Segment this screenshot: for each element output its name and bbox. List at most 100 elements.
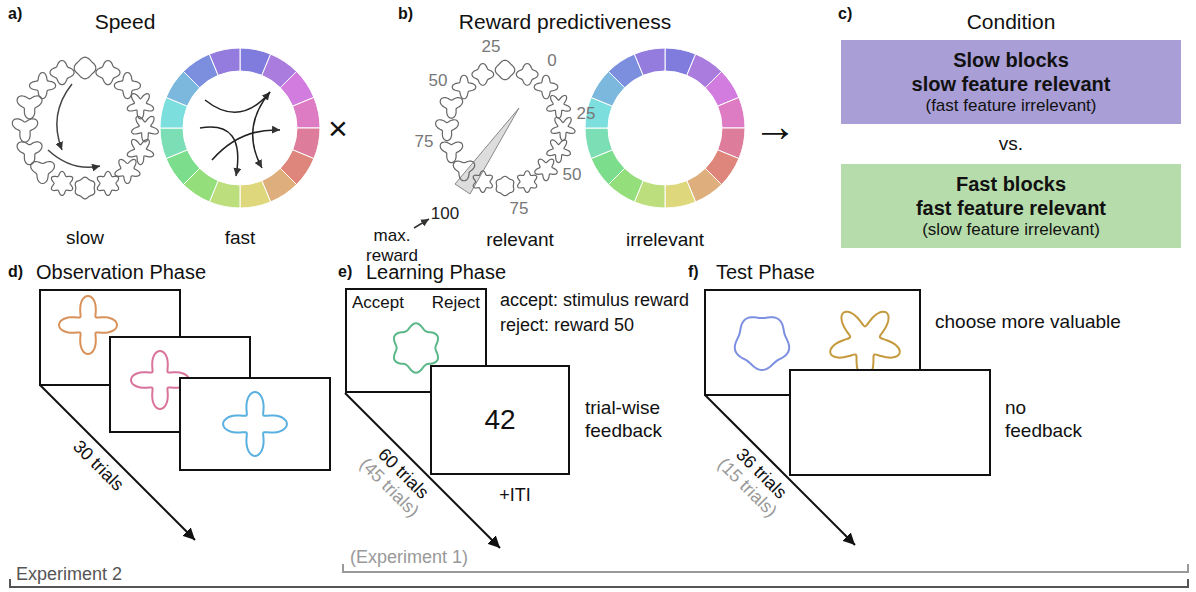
annotation: accept: stimulus reward: [500, 290, 689, 312]
panel-title: Reward predictiveness: [459, 9, 671, 34]
annotation: reject: reward 50: [500, 315, 634, 337]
annotation: choose more valuable: [935, 311, 1121, 334]
shape-glyph: [472, 64, 494, 86]
stimulus-illustrations: [12, 48, 745, 208]
operator-symbol: ×: [328, 108, 348, 149]
shape-glyph: [132, 116, 159, 142]
transition-arrow: [205, 92, 270, 112]
caption: slow: [66, 227, 104, 250]
trial-arrow: [705, 395, 855, 545]
experiment-label: Experiment 2: [16, 564, 122, 586]
annotation: no feedback: [1005, 397, 1095, 443]
shape-glyph: [534, 75, 558, 99]
transition-arrow: [212, 130, 280, 160]
reward-value: 75: [510, 199, 529, 219]
node-text: Fast blocks: [956, 172, 1066, 196]
node-text: (fast feature irrelevant): [925, 96, 1096, 116]
node-text: Slow blocks: [953, 48, 1069, 72]
panel-letter: e): [338, 262, 352, 281]
panel-letter: b): [398, 4, 413, 23]
transition-arrow: [48, 150, 100, 167]
color-wheel: [160, 48, 320, 208]
reward-value: 0: [547, 51, 556, 71]
shape-glyph: [17, 96, 42, 119]
pointer-arrow: [414, 219, 429, 228]
trial-count: 30 trials: [69, 436, 129, 496]
panel-title: Test Phase: [716, 260, 815, 284]
shape-glyph: [50, 61, 74, 85]
panel-title: Learning Phase: [366, 260, 506, 284]
shape-glyph: [12, 119, 37, 142]
annotation: trial-wise feedback: [585, 397, 685, 443]
panel-letter: c): [838, 4, 852, 23]
color-segment: [634, 48, 665, 75]
shape-glyph: [97, 171, 118, 195]
star-stimulus: [223, 392, 287, 456]
shape-glyph: [127, 94, 153, 119]
reward-value: 25: [577, 104, 596, 124]
reward-value: 25: [482, 37, 501, 57]
shape-ring: [436, 60, 575, 195]
shape-glyph: [495, 60, 514, 79]
annotation: max. reward: [366, 226, 418, 267]
node-text: slow feature relevant: [912, 72, 1111, 96]
reward-value: 50: [429, 71, 448, 91]
shape-glyph: [516, 64, 538, 86]
shape-ring: [12, 57, 158, 199]
shape-glyph: [31, 162, 55, 184]
shape-glyph: [51, 171, 72, 195]
node-text: (slow feature irrelevant): [922, 220, 1100, 240]
shape-glyph: [473, 171, 492, 193]
versus-label: vs.: [999, 133, 1023, 156]
shape-glyph: [440, 142, 462, 163]
experiment-bracket: [343, 564, 1188, 572]
node-text: Accept: [352, 293, 404, 313]
shape-glyph: [496, 176, 514, 195]
transition-arrow: [57, 84, 72, 150]
shape-glyph: [17, 142, 42, 165]
color-segment: [209, 48, 240, 75]
panel-title: Speed: [95, 9, 156, 34]
shape-glyph: [535, 159, 557, 181]
shape-glyph: [452, 75, 476, 99]
reward-value: 75: [415, 132, 434, 152]
shape-glyph: [453, 161, 474, 181]
shape-glyph: [440, 98, 462, 119]
shape-glyph: [547, 95, 571, 118]
color-segment: [293, 97, 320, 128]
panel-title: Observation Phase: [36, 260, 206, 284]
panel-letter: a): [8, 4, 22, 23]
shape-glyph: [75, 177, 95, 199]
experiment-bracket: [10, 579, 1188, 587]
reward-value: 50: [563, 165, 582, 185]
condition-box: Fast blocksfast feature relevant(slow fe…: [841, 164, 1181, 248]
color-wheel: [585, 48, 745, 208]
pentagon-stimulus: [735, 317, 789, 370]
shape-glyph: [74, 57, 96, 79]
experiment-label: (Experiment 1): [350, 547, 468, 569]
feedback-screen: 42: [430, 365, 570, 475]
star-stimulus: [59, 296, 117, 354]
panel-title: Condition: [967, 9, 1056, 34]
color-segment: [160, 128, 187, 159]
node-text: fast feature relevant: [916, 196, 1106, 220]
node-text: Reject: [432, 293, 480, 313]
color-segment: [665, 181, 696, 208]
shape-glyph: [436, 120, 459, 141]
star-stimulus: [830, 312, 900, 379]
caption: fast: [225, 227, 256, 250]
operator-symbol: →: [753, 100, 797, 153]
trial-arrow: [40, 385, 195, 540]
color-segment: [718, 97, 745, 128]
screen: [180, 378, 330, 470]
caption: irrelevant: [626, 229, 704, 252]
panel-letter: f): [688, 262, 699, 281]
caption: relevant: [486, 229, 554, 252]
shape-glyph: [551, 117, 575, 140]
transition-arrow: [200, 127, 238, 176]
node-text: 42: [484, 403, 515, 437]
panel-letter: d): [8, 262, 23, 281]
color-segment: [585, 128, 612, 159]
screen: [790, 370, 990, 475]
